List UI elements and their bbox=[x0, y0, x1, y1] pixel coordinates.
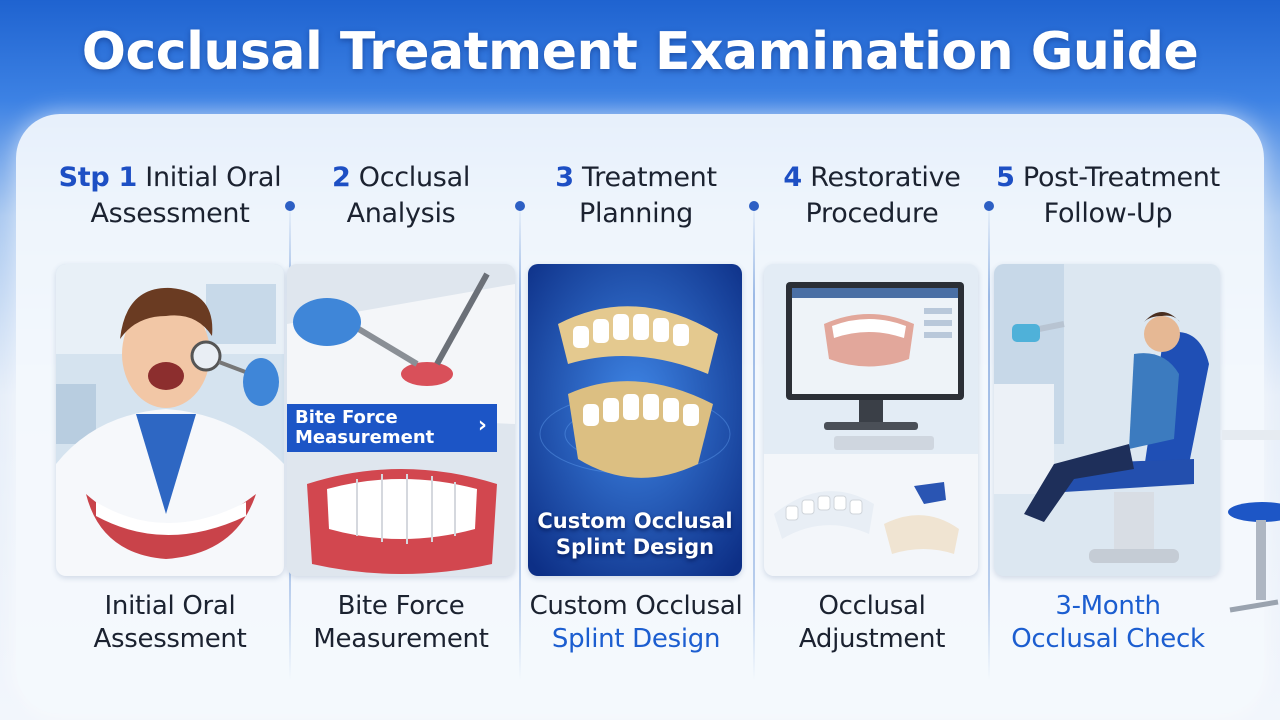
step-number: 3 bbox=[555, 162, 574, 193]
bite-force-banner: Bite Force Measurement › bbox=[287, 404, 497, 452]
banner-text-line2: Measurement bbox=[295, 427, 435, 448]
step-caption-line2: Occlusal Check bbox=[1011, 624, 1205, 654]
step-number: 2 bbox=[331, 162, 351, 193]
step-caption-line2: Assessment bbox=[93, 624, 247, 654]
3d-jaw-model-icon: Custom Occlusal Splint Design bbox=[528, 264, 742, 576]
articulating-paper-teeth-icon: Bite Force Measurement › bbox=[287, 264, 515, 576]
step-caption-line2: Splint Design bbox=[551, 624, 721, 654]
step-heading: 5 Post-Treatment Follow-Up bbox=[990, 160, 1226, 232]
step-3: 3 Treatment Planning bbox=[518, 160, 754, 700]
step-heading: 3 Treatment Planning bbox=[518, 160, 754, 232]
step-heading: 2 Occlusal Analysis bbox=[283, 160, 519, 232]
step-caption: Bite Force Measurement bbox=[283, 590, 519, 656]
step-caption-line1: 3-Month bbox=[1055, 591, 1161, 621]
step-caption-line1: Custom Occlusal bbox=[529, 591, 743, 621]
step-number: 4 bbox=[783, 162, 802, 193]
step-caption-line2: Measurement bbox=[313, 624, 489, 654]
step-heading: 4 Restorative Procedure bbox=[754, 160, 990, 232]
dental-chair-patient-icon bbox=[994, 264, 1220, 576]
step-heading-line1: Treatment bbox=[582, 162, 717, 193]
step-divider bbox=[519, 200, 521, 680]
step-caption: Initial Oral Assessment bbox=[52, 590, 288, 656]
step-4: 4 Restorative Procedure Occlusal Adj bbox=[754, 160, 990, 700]
step-caption: Custom Occlusal Splint Design bbox=[518, 590, 754, 656]
step-heading-line1: Restorative bbox=[810, 162, 961, 193]
step-heading-line1: Occlusal bbox=[358, 162, 471, 193]
step-heading-line2: Planning bbox=[579, 198, 693, 229]
step-number: Stp 1 bbox=[58, 162, 138, 193]
overlay-text-line2: Splint Design bbox=[555, 535, 715, 559]
step-caption-line1: Initial Oral bbox=[104, 591, 236, 621]
step-heading-line2: Analysis bbox=[346, 198, 456, 229]
chevron-right-icon: › bbox=[477, 413, 487, 438]
step-heading: Stp 1 Initial Oral Assessment bbox=[52, 160, 288, 232]
step-divider bbox=[753, 200, 755, 680]
step-caption-line2: Adjustment bbox=[798, 624, 946, 654]
banner-text-line1: Bite Force bbox=[295, 407, 398, 428]
step-divider-dot bbox=[515, 201, 525, 211]
step-caption: 3-Month Occlusal Check bbox=[990, 590, 1226, 656]
splint-design-overlay: Custom Occlusal Splint Design bbox=[528, 508, 742, 560]
patient-mouth-exam-icon bbox=[56, 264, 284, 576]
step-heading-line2: Follow-Up bbox=[1043, 198, 1173, 229]
computer-dental-scan-icon bbox=[764, 264, 978, 576]
step-heading-line2: Procedure bbox=[805, 198, 939, 229]
step-1: Stp 1 Initial Oral Assessment Ini bbox=[52, 160, 288, 700]
step-divider-dot bbox=[749, 201, 759, 211]
step-number: 5 bbox=[996, 162, 1015, 193]
page-title: Occlusal Treatment Examination Guide bbox=[81, 22, 1199, 82]
step-heading-line1: Initial Oral bbox=[145, 162, 282, 193]
step-divider-dot bbox=[285, 201, 295, 211]
step-5: 5 Post-Treatment Follow-Up 3-Month Occlu… bbox=[990, 160, 1226, 700]
step-divider bbox=[988, 200, 990, 680]
step-heading-line1: Post-Treatment bbox=[1022, 162, 1220, 193]
step-caption: Occlusal Adjustment bbox=[754, 590, 990, 656]
step-caption-line1: Occlusal bbox=[818, 591, 926, 621]
step-2: 2 Occlusal Analysis Bite Force Measureme… bbox=[283, 160, 519, 700]
step-divider-dot bbox=[984, 201, 994, 211]
overlay-text-line1: Custom Occlusal bbox=[537, 509, 733, 533]
blue-stool-icon bbox=[1222, 390, 1280, 630]
step-heading-line2: Assessment bbox=[90, 198, 250, 229]
step-caption-line1: Bite Force bbox=[337, 591, 465, 621]
